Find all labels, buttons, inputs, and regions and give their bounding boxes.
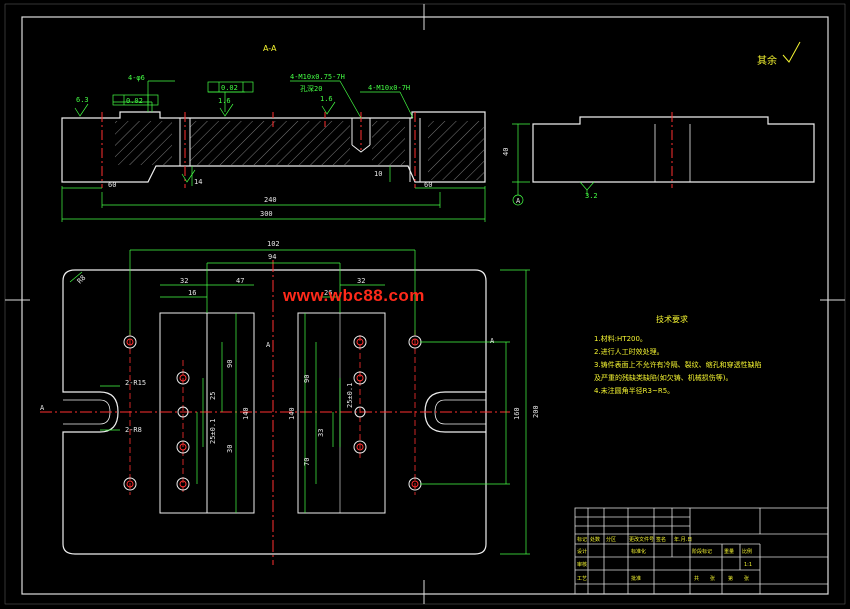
dim-plan-33: 33 bbox=[317, 429, 325, 437]
tb-sheets: 张 bbox=[710, 575, 715, 582]
dim-plan-90-left: 90 bbox=[226, 360, 234, 368]
flatness-tolerance: 0.02 bbox=[126, 97, 143, 105]
plan-view: A A A 102 94 32 47 16 32 26 200 160 140 … bbox=[40, 240, 540, 565]
tb-design: 设计 bbox=[577, 548, 587, 555]
hole-note-a: 4-φ6 bbox=[128, 74, 145, 82]
tech-item-3: 3.铸件表面上不允许有冷隔、裂纹、缩孔和穿透性缺陷 bbox=[594, 360, 762, 369]
dim-plan-47: 47 bbox=[236, 277, 244, 285]
dim-left-step: 60 bbox=[108, 181, 116, 189]
tb-approve: 批准 bbox=[631, 575, 641, 582]
dim-plan-r8: R8 bbox=[76, 274, 88, 286]
dim-plan-90-right: 90 bbox=[303, 375, 311, 383]
watermark: www.wbc88.com bbox=[283, 286, 425, 305]
dim-plan-32-right: 32 bbox=[357, 277, 365, 285]
roughness-c: 1.6 bbox=[320, 95, 333, 103]
dim-plan-26: 26 bbox=[324, 289, 332, 297]
tb-date: 年.月.日 bbox=[674, 536, 692, 543]
dim-plan-140-left: 140 bbox=[242, 407, 250, 420]
dim-plan-140-right: 140 bbox=[288, 407, 296, 420]
tb-process: 工艺 bbox=[577, 576, 587, 582]
tb-sheet-no: 第 bbox=[728, 575, 733, 582]
tech-item-1: 1.材料:HT200。 bbox=[594, 334, 647, 343]
tech-requirements: 技术要求 1.材料:HT200。 2.进行人工时效处理。 3.铸件表面上不允许有… bbox=[594, 314, 762, 395]
tb-standard: 标准化 bbox=[631, 548, 646, 555]
dim-plan-200: 200 bbox=[532, 405, 540, 418]
tech-title: 技术要求 bbox=[656, 314, 688, 324]
countersink-note: 孔深20 bbox=[300, 84, 322, 93]
dim-section-inner: 240 bbox=[264, 196, 277, 204]
cut-mark-left: A bbox=[40, 404, 45, 412]
dim-right-step: 60 bbox=[424, 181, 432, 189]
dim-plan-16: 16 bbox=[188, 289, 196, 297]
dim-plan-160: 160 bbox=[513, 407, 521, 420]
roughness-a: 6.3 bbox=[76, 96, 89, 104]
roughness-symbol-icon bbox=[782, 41, 801, 63]
tb-review: 审核 bbox=[577, 561, 587, 568]
cut-mark-center: A bbox=[266, 341, 271, 349]
tb-sheet: 张 bbox=[744, 575, 749, 582]
hole-note-c: 4-M10x0-7H bbox=[368, 84, 410, 92]
surface-note: 其余 bbox=[757, 54, 777, 67]
section-view: A-A bbox=[61, 44, 486, 222]
tb-scale-label: 比例 bbox=[742, 548, 752, 555]
dim-plan-32-left: 32 bbox=[180, 277, 188, 285]
dim-section-overall: 300 bbox=[260, 210, 273, 218]
dim-plan-25-tol-right: 25±0.1 bbox=[346, 383, 354, 408]
dim-plan-70: 70 bbox=[303, 458, 311, 466]
tb-zone: 分区 bbox=[606, 536, 616, 543]
tech-item-3b: 及严重的残缺类缺陷(如欠铸、机械损伤等)。 bbox=[594, 373, 732, 382]
hole-note-b: 4-M10x0.75-7H bbox=[290, 73, 345, 81]
datum-a: A bbox=[516, 197, 521, 205]
tech-item-4: 4.未注圆角半径R3~R5。 bbox=[594, 386, 674, 395]
cut-mark-right: A bbox=[490, 337, 495, 345]
dim-slot-r15: 2-R15 bbox=[125, 379, 146, 387]
tb-total: 共 bbox=[694, 575, 699, 582]
tb-sign: 签名 bbox=[656, 536, 666, 543]
perpendicularity-tolerance: 0.02 bbox=[221, 84, 238, 92]
dim-slot-r8: 2-R8 bbox=[125, 426, 142, 434]
section-label: A-A bbox=[263, 44, 277, 53]
roughness-b: 1.6 bbox=[218, 97, 231, 105]
dim-plan-25-tol-left: 25±0.1 bbox=[209, 419, 217, 444]
tb-stage-mark: 阶段标记 bbox=[692, 548, 712, 555]
side-view: 40 A 3.2 bbox=[502, 112, 815, 206]
tb-change-doc: 更改文件号 bbox=[629, 536, 654, 543]
dim-side-height: 40 bbox=[502, 148, 510, 156]
dim-plan-94: 94 bbox=[268, 253, 276, 261]
dim-plan-30: 30 bbox=[226, 445, 234, 453]
dim-plan-25: 25 bbox=[209, 392, 217, 400]
sheet-border bbox=[21, 16, 829, 595]
dim-plan-102: 102 bbox=[267, 240, 280, 248]
tb-scale: 1:1 bbox=[744, 562, 752, 568]
plan-holes bbox=[123, 335, 422, 491]
title-block: 标记 处数 分区 更改文件号 签名 年.月.日 设计 标准化 阶段标记 重量 比… bbox=[574, 507, 829, 595]
roughness-d: 3.2 bbox=[585, 192, 598, 200]
dim-small-height: 10 bbox=[374, 170, 382, 178]
tech-item-2: 2.进行人工时效处理。 bbox=[594, 347, 664, 356]
tb-mark: 标记 bbox=[577, 536, 587, 543]
tb-count: 处数 bbox=[590, 536, 600, 543]
section-outline bbox=[61, 111, 486, 183]
tb-weight: 重量 bbox=[724, 548, 734, 555]
dim-depth: 14 bbox=[194, 178, 202, 186]
